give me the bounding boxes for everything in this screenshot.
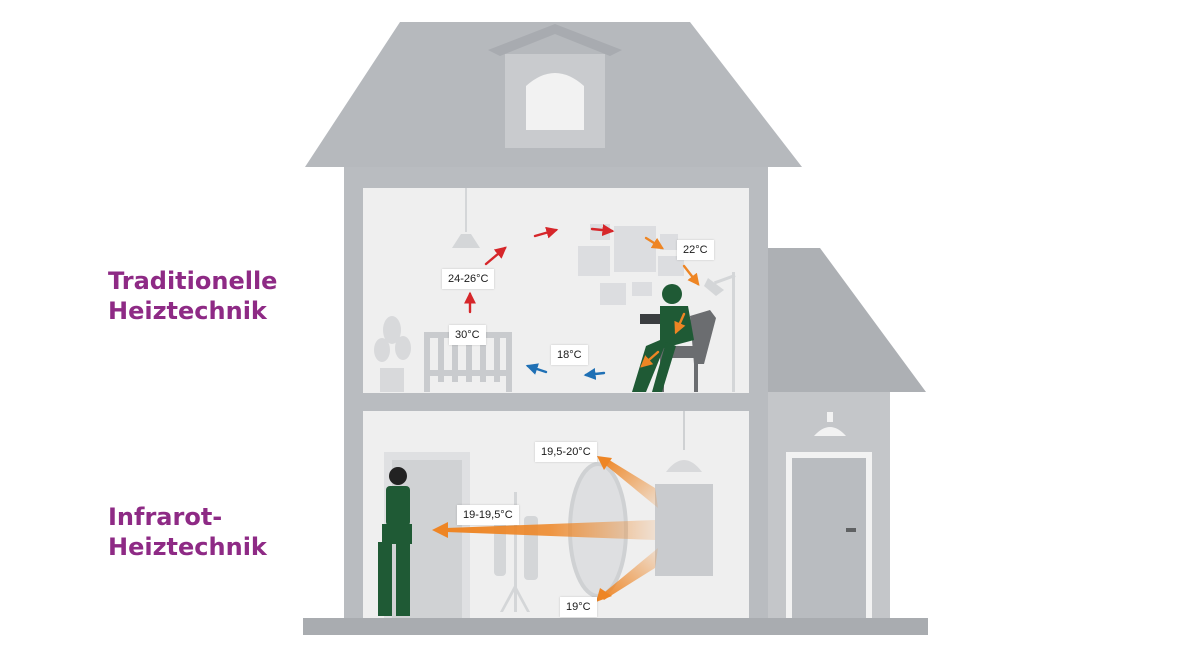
ground-slab [303, 618, 928, 635]
arrow-corner [644, 236, 665, 250]
picture-frames [578, 224, 684, 305]
arrow-rise [484, 246, 507, 266]
arrow-ceiling-1 [533, 226, 559, 239]
arrow-descend-1 [682, 264, 700, 286]
ir-ray-up [602, 458, 658, 508]
arrow-descend-3 [640, 350, 660, 368]
label-infrared-line2: Heiztechnik [108, 533, 267, 561]
label-traditional-line2: Heiztechnik [108, 297, 267, 325]
dormer-roof [488, 24, 622, 56]
label-infrared-heating: Infrarot- Heiztechnik [108, 502, 267, 562]
standing-person-icon [378, 467, 412, 616]
side-lamp [814, 427, 846, 436]
temp-floor-return: 18°C [551, 345, 588, 365]
temp-ir-up: 19,5-20°C [535, 442, 597, 462]
plant-icon [374, 316, 411, 392]
floor-lamp-icon [704, 272, 736, 392]
infrared-panel [655, 484, 713, 576]
dormer-window [526, 73, 584, 130]
temp-radiator: 30°C [449, 325, 486, 345]
side-roof [768, 248, 926, 392]
label-infrared-line1: Infrarot- [108, 503, 223, 531]
ceiling-lamp [452, 234, 480, 248]
ir-ray-down [600, 548, 658, 600]
temp-ir-mid: 19-19,5°C [457, 505, 519, 525]
arrow-ceiling-2 [590, 224, 615, 237]
label-traditional-line1: Traditionelle [108, 267, 278, 295]
temp-rising: 24-26°C [442, 269, 495, 289]
arrow-floor-1 [583, 367, 606, 380]
lower-ceiling-lamp [666, 460, 702, 472]
temp-ceiling-corner: 22°C [677, 240, 714, 260]
arrow-floor-2 [525, 363, 548, 375]
side-door [792, 458, 866, 618]
label-traditional-heating: Traditionelle Heiztechnik [108, 266, 277, 326]
ir-ray-mid [446, 520, 655, 540]
arrow-descend-2 [674, 312, 686, 335]
temp-ir-down: 19°C [560, 597, 597, 617]
